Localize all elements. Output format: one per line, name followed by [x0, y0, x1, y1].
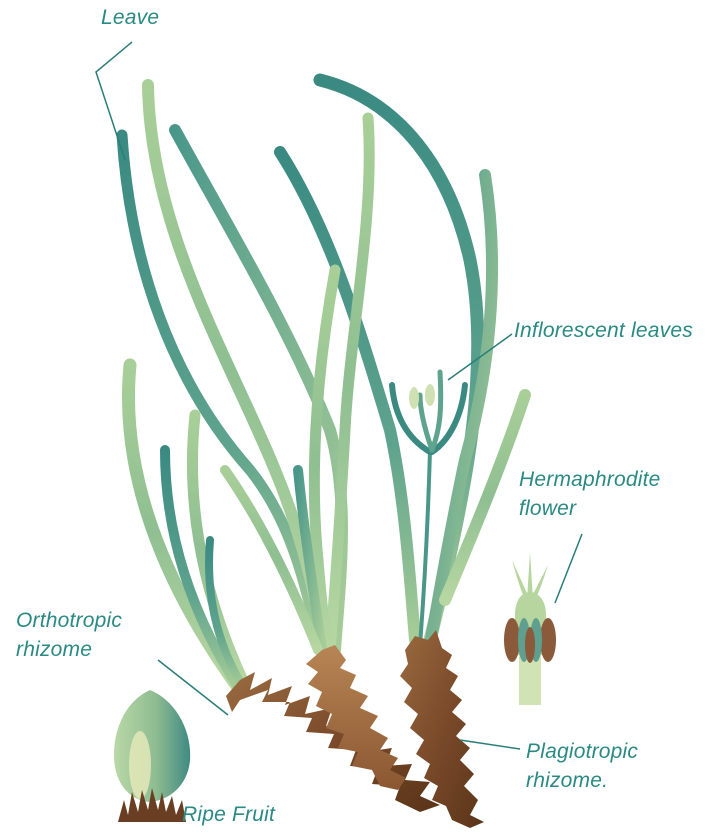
- ripe-fruit-label: Ripe Fruit: [182, 801, 275, 829]
- hermaphrodite-flower: [504, 552, 556, 705]
- rhizomes: [226, 630, 484, 828]
- leave-label: Leave: [101, 4, 159, 32]
- inflorescent-leaves-label: Inflorescent leaves: [514, 317, 693, 345]
- hermaphrodite-label-line1: Hermaphrodite: [519, 466, 661, 494]
- orthotropic-label-line2: rhizome: [16, 636, 92, 664]
- hermaphrodite-leader-line: [555, 534, 582, 603]
- plagiotropic-label-line2: rhizome.: [526, 767, 608, 795]
- plagiotropic-label-line1: Plagiotropic: [526, 738, 638, 766]
- leaf-center-tall: [330, 118, 369, 650]
- hermaphrodite-label-line2: flower: [519, 495, 576, 523]
- orthotropic-label-line1: Orthotropic: [16, 607, 122, 635]
- ripe-fruit: [114, 690, 190, 822]
